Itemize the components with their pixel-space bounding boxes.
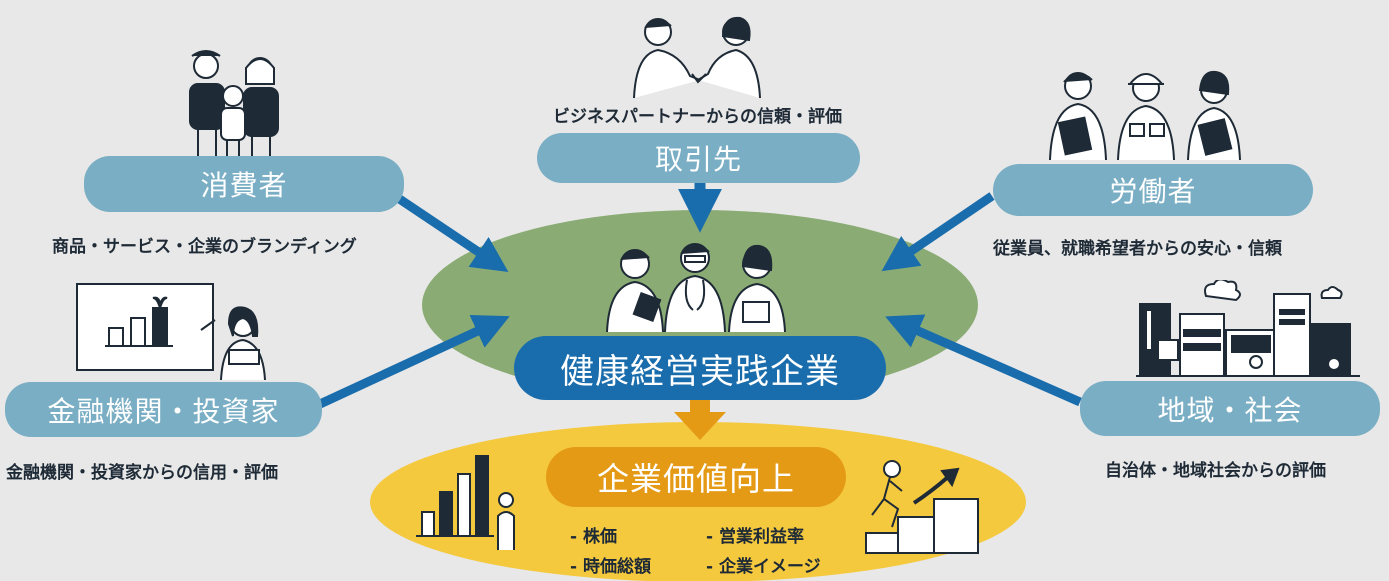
arrow-from-finance: [318, 314, 510, 409]
presentation-chart-icon: [76, 283, 266, 380]
metric-operating-margin: - 営業利益率: [706, 527, 804, 547]
stairs-progress-icon: [865, 460, 979, 554]
worker-pill: 労働者: [993, 164, 1313, 216]
family-icon: [189, 50, 279, 158]
community-label: 地域・社会: [1157, 393, 1303, 427]
arrow-from-worker: [881, 192, 995, 272]
metric-stock-price: - 株価: [570, 527, 617, 547]
community-pill: 地域・社会: [1080, 381, 1380, 436]
center-label: 健康経営実践企業: [560, 351, 840, 392]
arrow-from-community: [885, 314, 1082, 407]
consumer-caption: 商品・サービス・企業のブランディング: [52, 237, 357, 257]
finance-pill: 金融機関・投資家: [5, 382, 322, 437]
worker-label: 労働者: [1109, 175, 1197, 208]
partner-label: 取引先: [654, 143, 742, 176]
city-buildings-icon: [1136, 280, 1360, 377]
workers-icon: [1049, 70, 1241, 160]
growth-bars-icon: [416, 455, 515, 550]
finance-caption: 金融機関・投資家からの信用・評価: [6, 463, 278, 483]
center-pill: 健康経営実践企業: [514, 336, 886, 400]
arrow-to-outcome: [674, 398, 726, 440]
outcome-label: 企業価値向上: [596, 460, 795, 498]
arrow-from-consumer: [392, 192, 509, 273]
metric-market-cap: - 時価総額: [570, 557, 651, 577]
finance-label: 金融機関・投資家: [47, 394, 280, 428]
worker-caption: 従業員、就職希望者からの安心・信頼: [993, 239, 1282, 259]
partner-pill: 取引先: [537, 133, 860, 183]
consumer-pill: 消費者: [84, 156, 404, 212]
metric-corporate-image: - 企業イメージ: [706, 557, 821, 577]
partner-caption: ビジネスパートナーからの信頼・評価: [553, 107, 842, 127]
community-caption: 自治体・地域社会からの評価: [1105, 461, 1326, 481]
consumer-label: 消費者: [200, 169, 288, 202]
handshake-icon: [633, 16, 761, 98]
medical-staff-icon: [606, 243, 786, 332]
outcome-pill: 企業価値向上: [546, 447, 846, 507]
